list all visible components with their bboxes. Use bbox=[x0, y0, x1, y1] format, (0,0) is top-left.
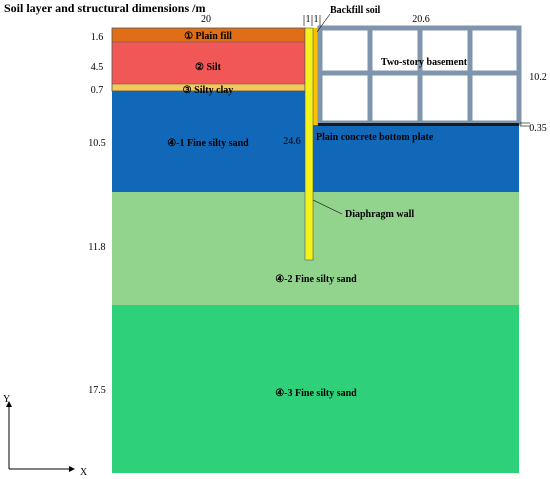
layer-silty-clay bbox=[112, 84, 305, 91]
thickness-plain-fill: 1.6 bbox=[91, 32, 104, 43]
layer-plain-fill bbox=[112, 28, 305, 42]
figure-title: Soil layer and structural dimensions /m bbox=[4, 1, 205, 15]
backfill-label: Backfill soil bbox=[330, 5, 381, 16]
dim-wall-depth: 24.6 bbox=[283, 136, 301, 147]
plate-label: Plain concrete bottom plate bbox=[316, 132, 434, 143]
dim-backfill-width: 1 bbox=[314, 14, 319, 25]
diaphragm-wall bbox=[304, 27, 314, 261]
label-silty-clay: ③ Silty clay bbox=[183, 85, 234, 96]
layer-fine-sand-1-left bbox=[112, 91, 305, 192]
basement-frame bbox=[317, 25, 522, 126]
y-axis-label: Y bbox=[3, 394, 10, 405]
wall-leader bbox=[312, 199, 343, 215]
label-fine-sand-1: ④-1 Fine silty sand bbox=[167, 138, 249, 149]
thickness-fine-sand-2: 11.8 bbox=[88, 242, 105, 253]
dim-plate-thickness: 0.35 bbox=[529, 123, 547, 134]
dim-wall-width: 1 bbox=[306, 14, 311, 25]
dim-basement-width: 20.6 bbox=[412, 14, 430, 25]
layer-fine-sand-2 bbox=[112, 192, 519, 305]
label-fine-sand-2: ④-2 Fine silty sand bbox=[275, 274, 357, 285]
layer-fine-sand-1-right bbox=[305, 125, 519, 192]
label-fine-sand-3: ④-3 Fine silty sand bbox=[275, 388, 357, 399]
label-plain-fill: ① Plain fill bbox=[184, 31, 232, 42]
x-axis-label: X bbox=[80, 467, 88, 478]
layer-silt bbox=[112, 42, 305, 84]
backfill-leader bbox=[316, 13, 331, 33]
dim-basement-depth: 10.2 bbox=[529, 72, 547, 83]
backfill-strip bbox=[312, 28, 318, 125]
thickness-fine-sand-3: 17.5 bbox=[88, 385, 106, 396]
thickness-silt: 4.5 bbox=[91, 62, 104, 73]
thickness-fine-sand-1: 10.5 bbox=[88, 138, 106, 149]
bottom-plate bbox=[318, 123, 519, 126]
dim-left-width: 20 bbox=[201, 14, 211, 25]
wall-label: Diaphragm wall bbox=[345, 209, 414, 220]
thickness-silty-clay: 0.7 bbox=[91, 85, 104, 96]
label-silt: ② Silt bbox=[195, 62, 222, 73]
layer-fine-sand-3 bbox=[112, 305, 519, 473]
basement-label: Two-story basement bbox=[381, 57, 468, 68]
